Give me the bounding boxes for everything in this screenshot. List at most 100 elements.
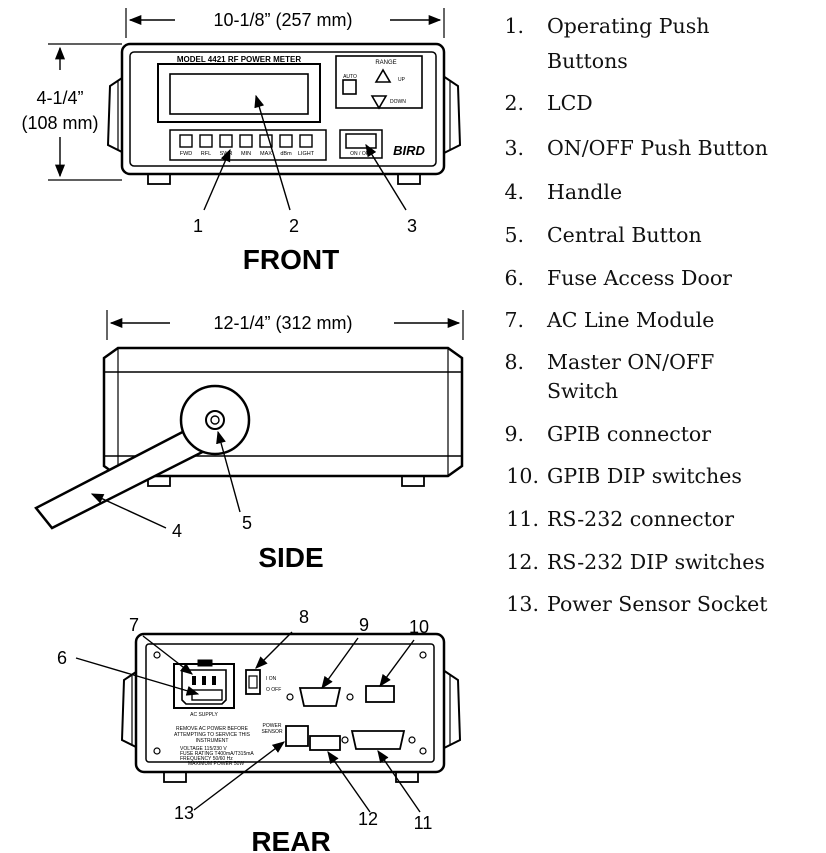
front-callout-2: 2 <box>289 216 299 236</box>
front-button-label-dbm: dBm <box>280 151 292 157</box>
front-foot-left <box>147 173 171 185</box>
legend-text-2: LCD <box>547 91 593 115</box>
rear-callout-6: 6 <box>57 648 67 668</box>
front-texts: 10-1/8” (257 mm) 4-1/4” (108 mm) MODEL 4… <box>21 10 425 275</box>
rear-callout-13: 13 <box>174 803 194 823</box>
side-texts: 12-1/4” (312 mm) 4 5 SIDE <box>172 313 353 573</box>
legend-num-13: 13. <box>506 592 539 616</box>
rear-callout-12: 12 <box>358 809 378 829</box>
rear-ac-supply-label: AC SUPPLY <box>190 712 218 718</box>
front-onoff-button <box>345 133 377 149</box>
legend-num-7: 7. <box>504 308 524 332</box>
legend-num-10: 10. <box>506 464 539 488</box>
front-view <box>48 8 462 211</box>
legend-num-6: 6. <box>504 266 524 290</box>
legend-text-1a: Operating Push <box>547 14 709 38</box>
front-lcd-bezel <box>157 63 321 123</box>
front-case <box>120 42 446 176</box>
front-brand-logo: BIRD <box>393 143 425 158</box>
front-auto-label: AUTO <box>343 74 357 80</box>
rear-warning-line-2: ATTEMPTING TO SERVICE THIS <box>174 732 251 738</box>
rear-callout-8: 8 <box>299 607 309 627</box>
legend-num-3: 3. <box>504 136 524 160</box>
front-auto-button <box>342 79 357 95</box>
legend-text-11: RS-232 connector <box>547 507 734 531</box>
rear-master-switch <box>245 669 261 695</box>
front-callout-1: 1 <box>193 216 203 236</box>
rear-warning-line-1: REMOVE AC POWER BEFORE <box>176 726 249 732</box>
legend-num-1: 1. <box>504 14 524 38</box>
front-model-label: MODEL 4421 RF POWER METER <box>177 55 302 64</box>
rear-switch-on-label: I ON <box>266 676 277 682</box>
front-down-label: DOWN <box>390 99 406 105</box>
legend-num-12: 12. <box>506 550 539 574</box>
side-view <box>34 310 464 530</box>
side-handle-hub <box>179 384 251 456</box>
front-callout-3: 3 <box>407 216 417 236</box>
rear-callout-9: 9 <box>359 615 369 635</box>
rear-foot-right <box>395 771 419 783</box>
legend-text-3: ON/OFF Push Button <box>547 136 768 160</box>
front-onoff-bezel <box>339 129 383 159</box>
rear-foot-left <box>163 771 187 783</box>
front-range-label: RANGE <box>375 60 396 66</box>
legend-text-13: Power Sensor Socket <box>547 592 768 616</box>
rear-power-sensor-label-2: SENSOR <box>261 729 283 735</box>
front-button-label-rfl: RFL <box>201 151 211 157</box>
front-onoff-label: ON / OFF <box>350 151 372 157</box>
legend-num-5: 5. <box>504 223 524 247</box>
front-height-dim-label-in: 4-1/4” <box>36 88 83 108</box>
front-up-label: UP <box>398 77 406 83</box>
legend-text-8a: Master ON/OFF <box>547 350 714 374</box>
legend-text-6: Fuse Access Door <box>547 266 732 290</box>
legend-text-5: Central Button <box>547 223 702 247</box>
legend-text-1b: Buttons <box>547 49 628 73</box>
side-callout-4: 4 <box>172 521 182 541</box>
front-button-label-max: MAX <box>260 151 272 157</box>
rear-switch-off-label: O OFF <box>266 687 281 693</box>
legend-text-12: RS-232 DIP switches <box>547 550 765 574</box>
rear-rs232-connector <box>350 730 406 750</box>
rear-rating-power: MAXIMUM POWER 50W <box>188 761 244 767</box>
rear-power-sensor-socket <box>285 725 309 747</box>
front-button-label-swr: SWR <box>220 151 233 157</box>
front-button-label-light: LIGHT <box>298 151 315 157</box>
rear-warning-line-3: INSTRUMENT <box>196 738 229 744</box>
front-push-buttons <box>179 134 313 148</box>
rear-rating-frequency: FREQUENCY 50/60 Hz <box>180 756 233 762</box>
rear-power-sensor-label-1: POWER <box>263 723 282 729</box>
legend-num-4: 4. <box>504 180 524 204</box>
side-foot-right <box>401 475 425 487</box>
front-title: FRONT <box>243 244 339 275</box>
side-callout-5: 5 <box>242 513 252 533</box>
legend-text-10: GPIB DIP switches <box>547 464 742 488</box>
legend-text-7: AC Line Module <box>546 308 714 332</box>
rear-callout-10: 10 <box>409 617 429 637</box>
front-up-arrow-icon <box>374 68 392 83</box>
rear-texts: AC SUPPLY I ON O OFF REMOVE AC POWER BEF… <box>57 607 432 853</box>
rear-callout-11: 11 <box>414 813 433 833</box>
parts-legend: 1. Operating Push Buttons 2. LCD 3. ON/O… <box>504 14 768 616</box>
front-down-arrow-icon <box>370 95 388 110</box>
side-title: SIDE <box>258 542 323 573</box>
legend-num-11: 11. <box>506 507 539 531</box>
legend-text-9: GPIB connector <box>547 422 711 446</box>
legend-num-2: 2. <box>504 91 524 115</box>
side-central-button <box>205 410 225 430</box>
legend-text-4: Handle <box>547 180 622 204</box>
side-width-dim-label: 12-1/4” (312 mm) <box>213 313 352 333</box>
rear-rating-fuse: FUSE RATING T400mA/T315mA <box>180 751 254 757</box>
front-foot-right <box>397 173 421 185</box>
side-foot-left <box>147 475 171 487</box>
front-width-dim-label: 10-1/8” (257 mm) <box>213 10 352 30</box>
legend-num-9: 9. <box>504 422 524 446</box>
front-height-dim-label-mm: (108 mm) <box>21 113 98 133</box>
rear-view <box>75 631 462 813</box>
rear-title: REAR <box>251 826 330 853</box>
front-button-label-fwd: FWD <box>180 151 193 157</box>
legend-num-8: 8. <box>504 350 524 374</box>
rear-callout-7: 7 <box>129 615 139 635</box>
legend-text-8b: Switch <box>547 379 618 403</box>
rear-rating-voltage: VOLTAGE 115/230 V <box>180 746 227 752</box>
